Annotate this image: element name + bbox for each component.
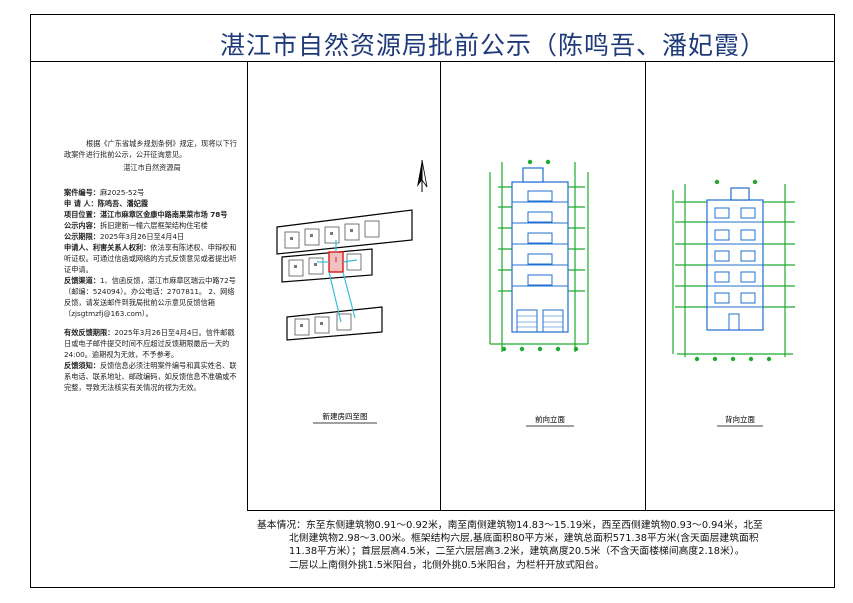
deadline: 有效反馈期限：2025年3月26日至4月4日。信件邮戳日或电子邮件提交时间不应超… <box>64 328 235 359</box>
issuer: 湛江市自然资源局 <box>123 163 181 172</box>
feedback-notice: 反馈须知：反馈信息必须注明案件编号和真实姓名、联系电话、联系地址、邮政编码，如反… <box>64 361 237 392</box>
title-bar: 湛江市自然资源局批前公示（陈鸣吾、潘妃霞） <box>30 14 835 62</box>
back-elevation: 背向立面 <box>672 179 795 427</box>
front-elevation-caption: 前向立面 <box>535 414 565 424</box>
channels: 反馈渠道：1、信函反馈，湛江市麻章区瑞云中路72号（邮编：524094）。办公电… <box>64 276 236 318</box>
divider-info <box>247 510 835 511</box>
basic-info: 基本情况：东至东侧建筑物0.91～0.92米，南至南侧建筑物14.83～15.1… <box>257 519 823 572</box>
info-line-1: 东至东侧建筑物0.91～0.92米，南至南侧建筑物14.83～15.19米，西至… <box>305 520 763 531</box>
divider-left <box>247 62 248 510</box>
info-label: 基本情况： <box>257 520 306 531</box>
period: 公示期限：2025年3月26日至4月4日 <box>64 232 185 241</box>
divider-mid <box>440 62 441 510</box>
project-location: 项目位置：湛江市麻章区金康中路南果菜市场 78号 <box>64 210 228 219</box>
info-line-2: 北侧建筑物2.98～3.00米。框架结构六层,基底面积80平方米，建筑总面积57… <box>289 533 759 545</box>
intro-text: 根据《广东省城乡规划条例》规定，现将以下行政案件进行批前公示，公开征询意见。 <box>64 139 237 159</box>
info-line-3: 11.38平方米）；首层层高4.5米，二至六层层高3.2米，建筑高度20.5米（… <box>289 546 745 558</box>
north-arrow-icon <box>417 159 428 192</box>
applicant: 申 请 人：陈鸣吾、潘妃霞 <box>64 199 149 208</box>
back-elevation-caption: 背向立面 <box>725 414 755 424</box>
site-plan: 新建房四至图 <box>276 159 428 424</box>
left-panel: 根据《广东省城乡规划条例》规定，现将以下行政案件进行批前公示，公开征询意见。 湛… <box>64 138 240 393</box>
notice-frame <box>30 14 835 588</box>
divider-right <box>645 62 646 510</box>
content: 公示内容：拆旧建新一幢六层框架结构住宅楼 <box>64 221 208 230</box>
page-title: 湛江市自然资源局批前公示（陈鸣吾、潘妃霞） <box>220 31 767 60</box>
front-elevation: 前向立面 <box>489 159 589 427</box>
info-line-4: 二层以上南侧外挑1.5米阳台，北侧外挑0.5米阳台，为栏杆开放式阳台。 <box>289 559 605 571</box>
rights: 申请人、利害关系人权利：依法享有陈述权、申辩权和听证权。可通过信函或网络的方式反… <box>64 243 237 274</box>
case-no: 案件编号：麻2025-52号 <box>64 188 145 197</box>
site-plan-caption: 新建房四至图 <box>323 411 368 421</box>
